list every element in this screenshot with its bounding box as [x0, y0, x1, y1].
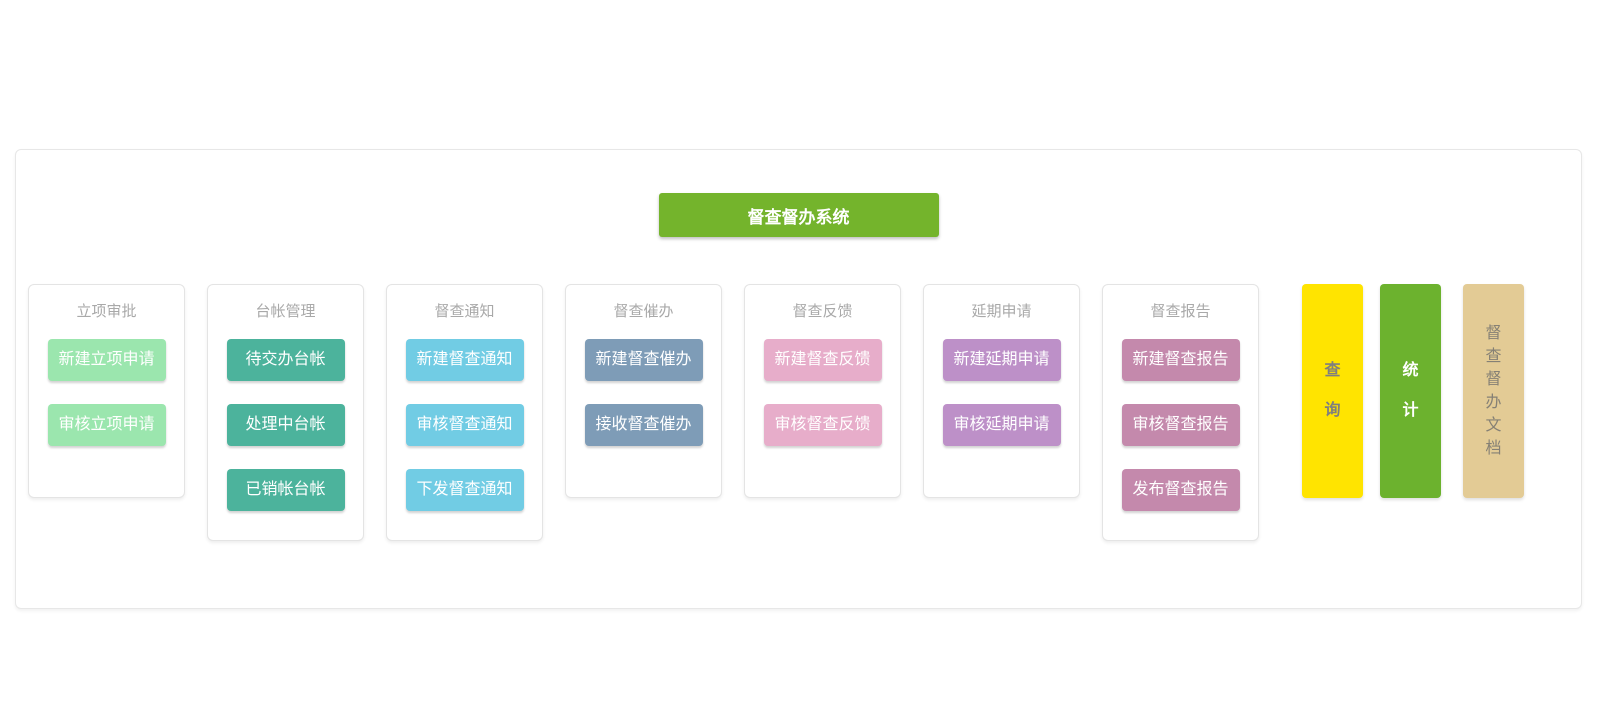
card-title: 台帐管理: [255, 303, 316, 320]
query-button[interactable]: 查询: [1302, 284, 1363, 498]
card-project-approval: 立项审批 新建立项申请 审核立项申请: [28, 284, 185, 498]
new-project-application-button[interactable]: 新建立项申请: [47, 339, 166, 381]
review-extension-request-button[interactable]: 审核延期申请: [942, 404, 1061, 446]
card-ledger-management: 台帐管理 待交办台帐 处理中台帐 已销帐台帐: [207, 284, 364, 541]
card-inspection-report: 督查报告 新建督查报告 审核督查报告 发布督查报告: [1102, 284, 1259, 541]
pending-ledger-button[interactable]: 待交办台帐: [226, 339, 345, 381]
system-title-button[interactable]: 督查督办系统: [658, 193, 939, 237]
new-inspection-feedback-button[interactable]: 新建督查反馈: [763, 339, 882, 381]
card-title: 立项审批: [76, 303, 137, 320]
card-extension-request: 延期申请 新建延期申请 审核延期申请: [923, 284, 1080, 498]
new-inspection-notice-button[interactable]: 新建督查通知: [405, 339, 524, 381]
processing-ledger-button[interactable]: 处理中台帐: [226, 404, 345, 446]
card-title: 督查报告: [1150, 303, 1211, 320]
new-extension-request-button[interactable]: 新建延期申请: [942, 339, 1061, 381]
review-inspection-notice-button[interactable]: 审核督查通知: [405, 404, 524, 446]
issue-inspection-notice-button[interactable]: 下发督查通知: [405, 469, 524, 511]
review-inspection-report-button[interactable]: 审核督查报告: [1121, 404, 1240, 446]
statistics-button-label: 统计: [1402, 362, 1419, 419]
inspection-documents-button-label: 督查督办文档: [1485, 325, 1502, 457]
card-title: 督查反馈: [792, 303, 853, 320]
card-title: 督查催办: [613, 303, 674, 320]
card-inspection-urge: 督查催办 新建督查催办 接收督查催办: [565, 284, 722, 498]
query-button-label: 查询: [1324, 362, 1341, 419]
new-inspection-report-button[interactable]: 新建督查报告: [1121, 339, 1240, 381]
review-inspection-feedback-button[interactable]: 审核督查反馈: [763, 404, 882, 446]
card-inspection-notice: 督查通知 新建督查通知 审核督查通知 下发督查通知: [386, 284, 543, 541]
publish-inspection-report-button[interactable]: 发布督查报告: [1121, 469, 1240, 511]
card-title: 延期申请: [971, 303, 1032, 320]
new-inspection-urge-button[interactable]: 新建督查催办: [584, 339, 703, 381]
card-inspection-feedback: 督查反馈 新建督查反馈 审核督查反馈: [744, 284, 901, 498]
module-columns: 立项审批 新建立项申请 审核立项申请 台帐管理 待交办台帐 处理中台帐 已销帐台…: [28, 284, 1524, 541]
inspection-documents-button[interactable]: 督查督办文档: [1463, 284, 1524, 498]
review-project-application-button[interactable]: 审核立项申请: [47, 404, 166, 446]
statistics-button[interactable]: 统计: [1380, 284, 1441, 498]
closed-ledger-button[interactable]: 已销帐台帐: [226, 469, 345, 511]
system-panel: 督查督办系统 立项审批 新建立项申请 审核立项申请 台帐管理 待交办台帐 处理中…: [15, 149, 1582, 609]
card-title: 督查通知: [434, 303, 495, 320]
receive-inspection-urge-button[interactable]: 接收督查催办: [584, 404, 703, 446]
